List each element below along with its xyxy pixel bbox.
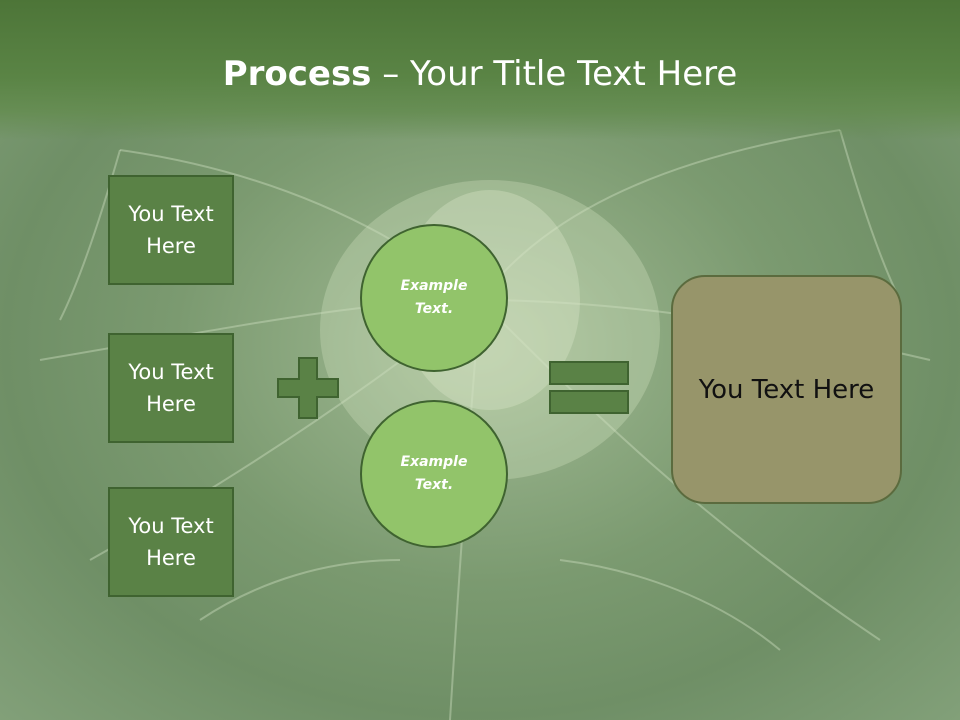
example-circle-1[interactable]: Example Text. — [360, 224, 508, 372]
equals-icon — [548, 360, 630, 420]
example-circle-2[interactable]: Example Text. — [360, 400, 508, 548]
example-circle-2-label: Example Text. — [400, 454, 468, 493]
title-rest: – Your Title Text Here — [371, 54, 738, 94]
input-box-2[interactable]: You Text Here — [108, 333, 234, 443]
title-bold: Process — [222, 54, 372, 94]
result-box-label: You Text Here — [698, 374, 875, 405]
title-bar: Process – Your Title Text Here — [0, 0, 960, 140]
result-box[interactable]: You Text Here — [671, 275, 902, 504]
plus-icon — [276, 356, 340, 424]
input-box-1[interactable]: You Text Here — [108, 175, 234, 285]
example-circle-1-label: Example Text. — [400, 278, 468, 317]
input-box-2-label: You Text Here — [128, 360, 214, 416]
input-box-3-label: You Text Here — [128, 514, 214, 570]
slide-title: Process – Your Title Text Here — [0, 52, 960, 96]
input-box-1-label: You Text Here — [128, 202, 214, 258]
input-box-3[interactable]: You Text Here — [108, 487, 234, 597]
